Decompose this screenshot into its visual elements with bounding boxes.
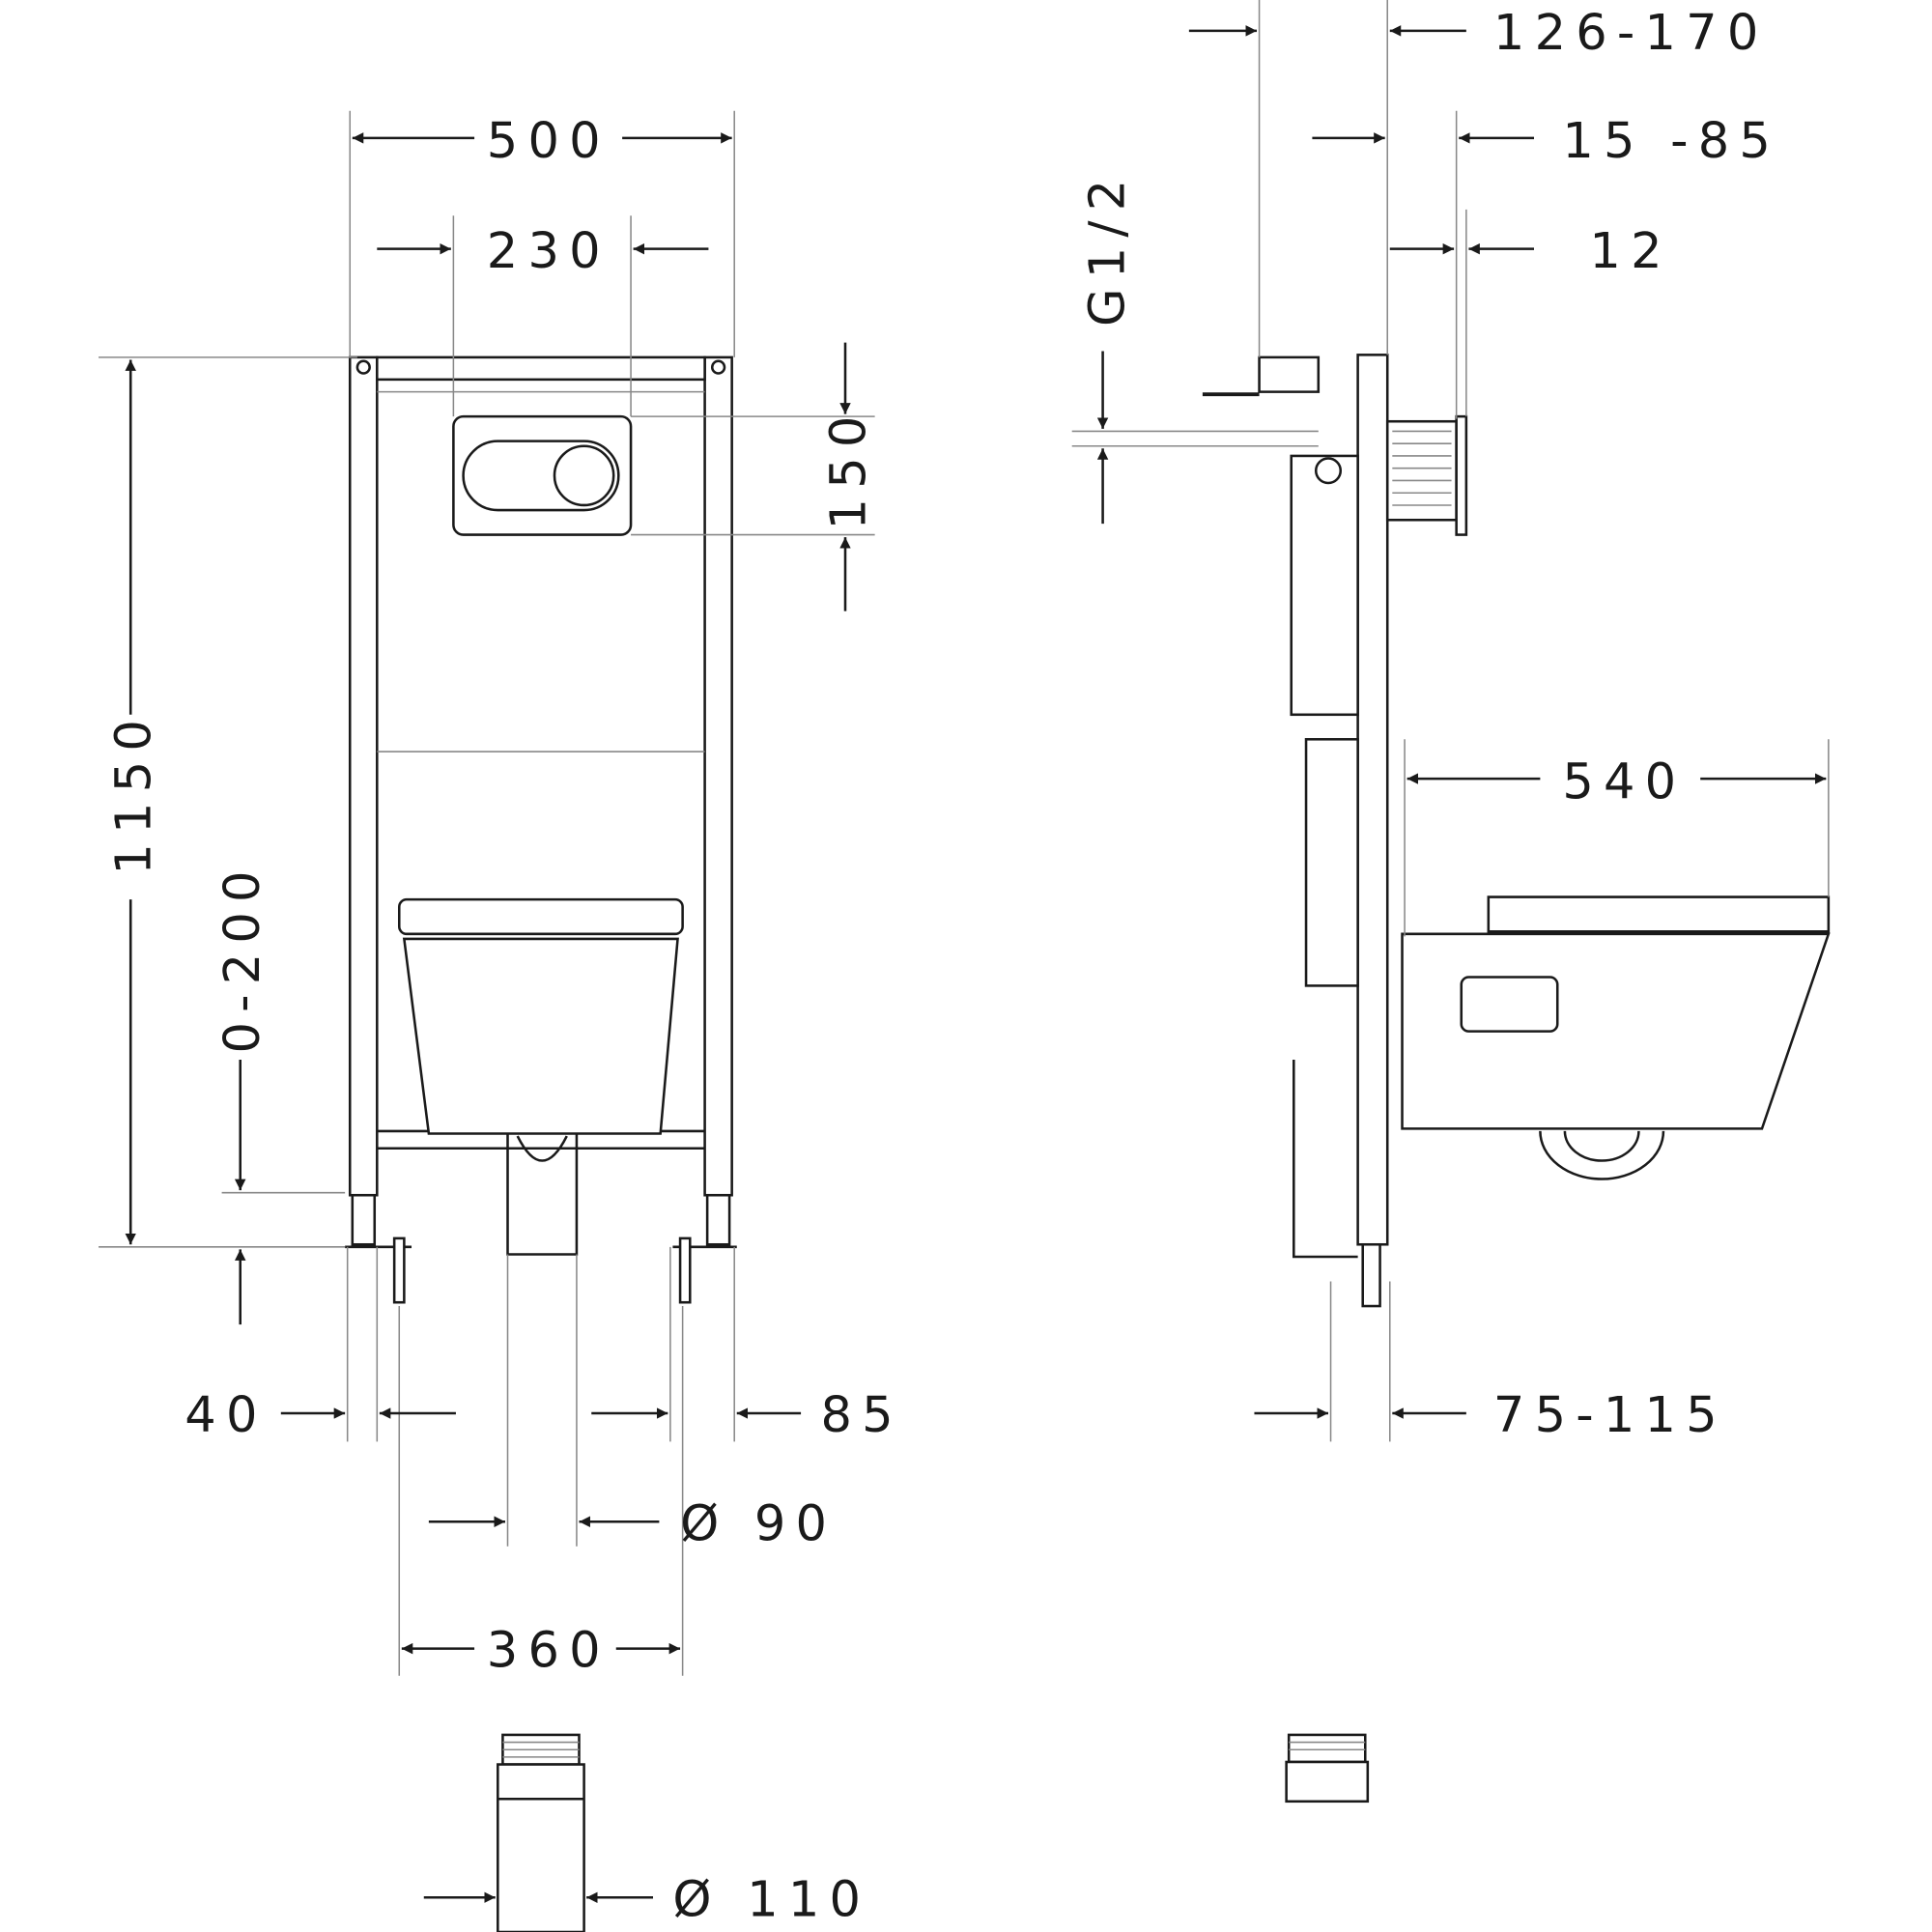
- dim-width-total: 500: [487, 113, 611, 170]
- dim-bolt-spacing: 360: [487, 1623, 611, 1680]
- toilet-bowl-front: [397, 897, 684, 1256]
- side-view: 126-170 15 -85 12 G1/2 540 75-115: [1071, 0, 1831, 1804]
- dimension-arrows-side: [1096, 25, 1827, 1419]
- front-view: 500 230 150 1150 0-200 40 85 Ø 90 360 Ø …: [99, 110, 902, 1932]
- dim-foot-depth: 75-115: [1493, 1387, 1727, 1444]
- dim-plate-thickness: 12: [1589, 223, 1671, 280]
- dim-adapter-diameter: Ø 110: [672, 1871, 870, 1928]
- dim-wall-depth: 126-170: [1493, 5, 1769, 62]
- dim-bowl-projection: 540: [1562, 754, 1686, 811]
- dim-foot-right: 85: [820, 1387, 902, 1444]
- extension-lines: [99, 110, 875, 1676]
- dim-outlet-diameter: Ø 90: [680, 1495, 837, 1552]
- dim-height-total: 1150: [106, 710, 163, 875]
- extension-lines-side: [1071, 0, 1830, 1442]
- dim-plate-height: 150: [820, 406, 877, 529]
- toilet-bowl-side: [1401, 895, 1831, 1180]
- dim-height-adjust: 0-200: [214, 861, 271, 1053]
- dim-plate-offset: 15 -85: [1562, 113, 1780, 170]
- drain-adapter-front: [497, 1733, 585, 1932]
- dimension-arrows: [125, 132, 851, 1904]
- frame-side: [1202, 354, 1468, 1308]
- dim-water-connection: G1/2: [1079, 170, 1136, 327]
- dim-plate-width: 230: [487, 223, 611, 280]
- drain-adapter-side: [1285, 1733, 1370, 1804]
- flush-plate: [452, 414, 633, 536]
- dim-foot-left: 40: [185, 1387, 267, 1444]
